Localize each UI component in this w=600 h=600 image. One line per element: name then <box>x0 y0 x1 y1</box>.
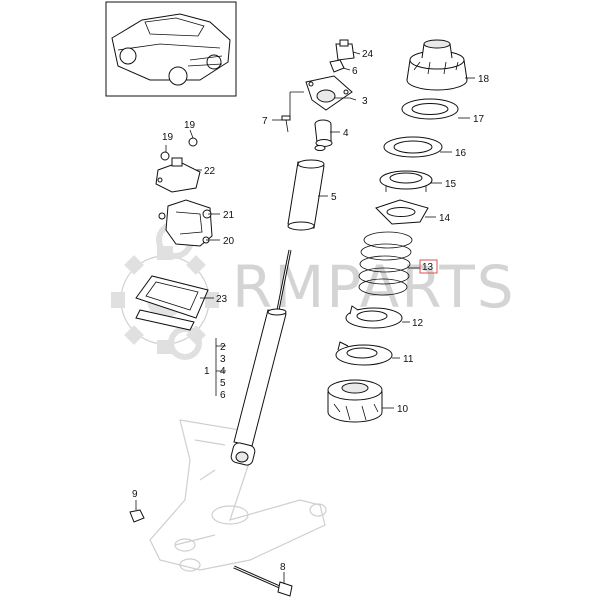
ring-17[interactable] <box>401 98 459 120</box>
callout-18[interactable]: 18 <box>478 74 490 85</box>
callout-19b[interactable]: 19 <box>184 120 196 131</box>
dust-boot[interactable] <box>287 159 325 231</box>
callout-17[interactable]: 17 <box>473 114 485 125</box>
callout-13-highlight <box>419 259 438 274</box>
lower-seat-10[interactable] <box>327 379 383 423</box>
nut-19b[interactable] <box>188 137 198 147</box>
callout-4[interactable]: 4 <box>343 128 349 139</box>
callout-3[interactable]: 3 <box>362 96 368 107</box>
sensor-module[interactable] <box>155 157 201 193</box>
callout-19a[interactable]: 19 <box>162 132 174 143</box>
callout-24[interactable]: 24 <box>362 49 374 60</box>
callout-sub-2[interactable]: 2 <box>220 342 226 353</box>
ring-16[interactable] <box>383 136 443 158</box>
car-icon <box>111 13 231 86</box>
bolt-8[interactable] <box>233 565 293 597</box>
spring-seat-11[interactable] <box>335 341 393 366</box>
callout-sub-6[interactable]: 6 <box>220 390 226 401</box>
callout-12[interactable]: 12 <box>412 318 424 329</box>
leader-lines <box>135 51 475 584</box>
callout-15[interactable]: 15 <box>445 179 457 190</box>
coil-spring-13[interactable] <box>358 231 413 296</box>
callout-21[interactable]: 21 <box>223 210 235 221</box>
bump-stop[interactable] <box>314 119 333 151</box>
callout-7[interactable]: 7 <box>262 116 268 127</box>
callout-16[interactable]: 16 <box>455 148 467 159</box>
top-mount-18[interactable] <box>406 39 468 91</box>
bolt-7[interactable] <box>281 115 291 133</box>
vehicle-thumbnail[interactable] <box>105 1 237 97</box>
spring-pad-14[interactable] <box>375 199 429 225</box>
callout-sub-4[interactable]: 4 <box>220 366 226 377</box>
callout-sub-3[interactable]: 3 <box>220 354 226 365</box>
nut-19a[interactable] <box>160 151 170 161</box>
nut-9[interactable] <box>129 509 145 523</box>
sensor-bracket[interactable] <box>158 199 213 247</box>
mount-nut[interactable] <box>329 59 345 73</box>
callout-5[interactable]: 5 <box>331 192 337 203</box>
spring-seat-15[interactable] <box>379 170 433 192</box>
callout-6[interactable]: 6 <box>352 66 358 77</box>
callout-9[interactable]: 9 <box>132 489 138 500</box>
callout-23[interactable]: 23 <box>216 294 228 305</box>
spring-pad-12[interactable] <box>345 305 403 329</box>
callout-11[interactable]: 11 <box>403 354 414 365</box>
upper-mount[interactable] <box>305 75 353 111</box>
shock-absorber[interactable] <box>230 249 292 466</box>
callout-22[interactable]: 22 <box>204 166 216 177</box>
callout-14[interactable]: 14 <box>439 213 451 224</box>
callout-20[interactable]: 20 <box>223 236 235 247</box>
callout-13[interactable]: 13 <box>422 262 434 273</box>
protective-cap[interactable] <box>335 39 355 61</box>
callout-sub-5[interactable]: 5 <box>220 378 226 389</box>
callout-8[interactable]: 8 <box>280 562 286 573</box>
control-arm <box>149 419 327 572</box>
gasket-pad[interactable] <box>135 275 209 331</box>
callout-1[interactable]: 1 <box>204 366 210 377</box>
callout-10[interactable]: 10 <box>397 404 409 415</box>
